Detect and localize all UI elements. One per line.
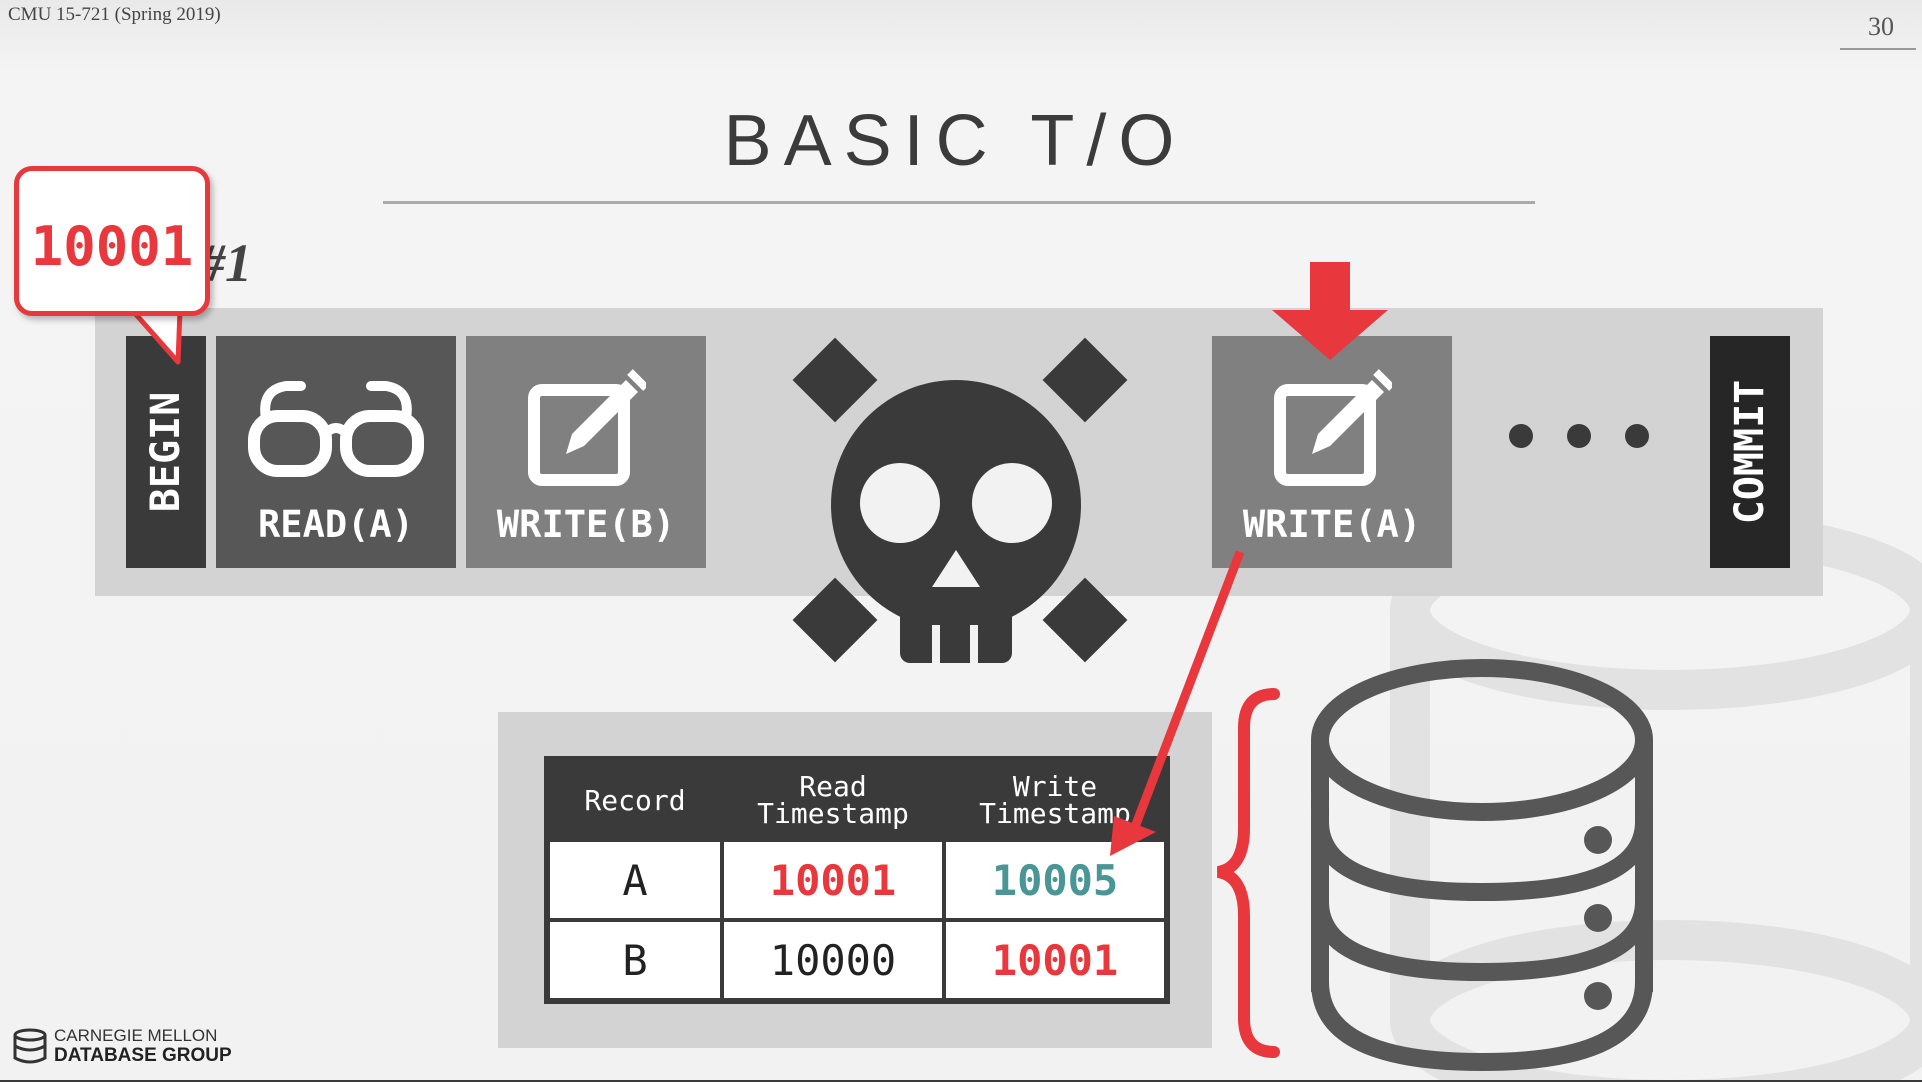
page-number-rule bbox=[1840, 48, 1916, 50]
course-label: CMU 15-721 (Spring 2019) bbox=[8, 4, 221, 25]
table-header-row: Record Read Timestamp Write Timestamp bbox=[548, 760, 1166, 840]
curly-brace-icon bbox=[1216, 688, 1280, 1058]
database-logo-icon bbox=[13, 1028, 47, 1064]
column-header-write-timestamp: Write Timestamp bbox=[944, 760, 1166, 840]
ellipsis-dot bbox=[1509, 424, 1533, 448]
write-a-block: WRITE(A) bbox=[1212, 336, 1452, 568]
logo-line-2: DATABASE GROUP bbox=[54, 1045, 232, 1066]
record-cell: A bbox=[548, 840, 722, 920]
transaction-timestamp: 10001 bbox=[30, 215, 194, 278]
write-timestamp-cell: 10005 bbox=[944, 840, 1166, 920]
begin-block: BEGIN bbox=[126, 336, 206, 568]
database-icon bbox=[1311, 659, 1653, 1072]
column-header-read-timestamp: Read Timestamp bbox=[722, 760, 944, 840]
read-timestamp-cell: 10001 bbox=[722, 840, 944, 920]
page-number: 30 bbox=[1868, 12, 1894, 41]
logo-line-1: CARNEGIE MELLON bbox=[54, 1026, 218, 1045]
table-row: A 10001 10005 bbox=[548, 840, 1166, 920]
begin-label: BEGIN bbox=[143, 391, 189, 513]
edit-icon bbox=[1274, 369, 1392, 486]
ellipsis-dot bbox=[1567, 424, 1591, 448]
ellipsis-dot bbox=[1625, 424, 1649, 448]
table-row: B 10000 10001 bbox=[548, 920, 1166, 1000]
timestamp-callout: 10001 bbox=[14, 166, 210, 316]
record-cell: B bbox=[548, 920, 722, 1000]
glasses-icon bbox=[248, 381, 424, 477]
commit-label: COMMIT bbox=[1727, 379, 1773, 525]
write-a-label: WRITE(A) bbox=[1242, 503, 1422, 546]
write-b-block: WRITE(B) bbox=[466, 336, 706, 568]
timestamp-table: Record Read Timestamp Write Timestamp A … bbox=[544, 756, 1170, 1004]
title-rule bbox=[383, 201, 1535, 204]
read-timestamp-cell: 10000 bbox=[722, 920, 944, 1000]
edit-icon bbox=[528, 369, 646, 486]
skull-crossbones-icon bbox=[792, 337, 1128, 663]
read-a-label: READ(A) bbox=[258, 503, 414, 546]
arrow-down-icon bbox=[1272, 262, 1388, 360]
slide-title: BASIC T/O bbox=[723, 101, 1187, 181]
pointer-arrow-icon bbox=[1110, 550, 1245, 856]
read-a-block: READ(A) bbox=[216, 336, 456, 568]
column-header-record: Record bbox=[548, 760, 722, 840]
write-timestamp-cell: 10001 bbox=[944, 920, 1166, 1000]
commit-block: COMMIT bbox=[1710, 336, 1790, 568]
write-b-label: WRITE(B) bbox=[496, 503, 676, 546]
